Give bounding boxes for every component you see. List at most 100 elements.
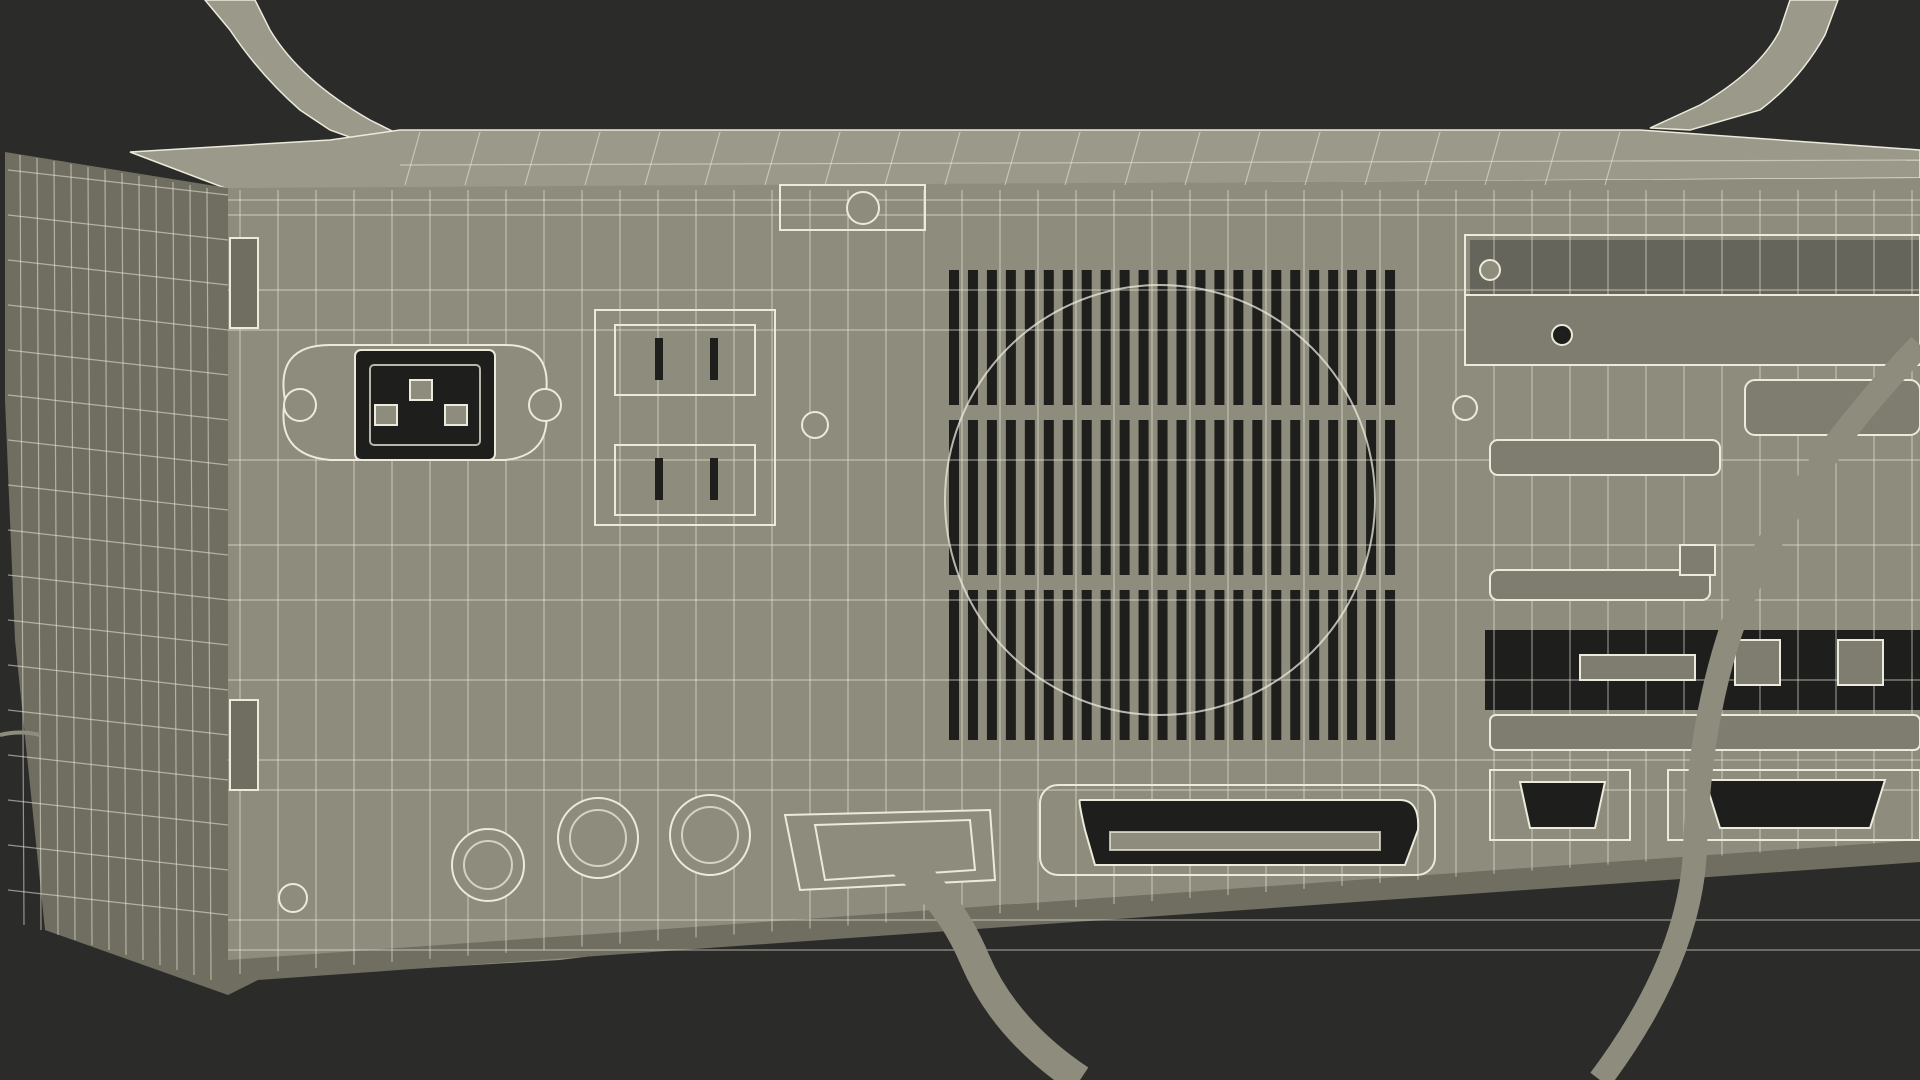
grille-slot xyxy=(1252,420,1263,575)
mesh-edge xyxy=(584,131,601,186)
power-inlet xyxy=(282,344,562,461)
fan-grille xyxy=(944,270,1396,740)
grille-slot xyxy=(1176,270,1187,405)
grille-slot xyxy=(1290,590,1301,740)
mesh-edge xyxy=(7,304,229,331)
grille-slot xyxy=(986,590,997,740)
grille-slot xyxy=(1214,270,1225,405)
grille-slot xyxy=(1366,590,1377,740)
mesh-edge xyxy=(206,187,212,981)
chassis-fills xyxy=(5,0,1920,995)
expansion-cards xyxy=(1464,234,1920,751)
grille-slot xyxy=(1328,270,1339,405)
grille-slot xyxy=(1024,270,1035,405)
grille-slot xyxy=(986,420,997,575)
mesh-edge xyxy=(7,889,229,916)
mesh-edge xyxy=(824,131,841,186)
mesh-edge xyxy=(7,799,229,826)
grille-slot xyxy=(1119,590,1130,740)
grille-slot xyxy=(1290,270,1301,405)
grille-slot xyxy=(1062,590,1073,740)
mesh-edge xyxy=(1244,131,1261,186)
mesh-edge xyxy=(1424,131,1441,186)
grille-slot xyxy=(1347,420,1358,575)
grille-slot xyxy=(1062,270,1073,405)
grille-slot xyxy=(1157,420,1168,575)
mesh-edge xyxy=(7,214,229,241)
bottom-lip xyxy=(228,840,1920,995)
grille-slot xyxy=(1309,270,1320,405)
mesh-edge xyxy=(7,349,229,376)
mesh-edge xyxy=(121,172,127,956)
plugged-connector xyxy=(783,808,997,892)
mesh-edge xyxy=(7,574,229,601)
mesh-edge xyxy=(7,529,229,556)
mesh-edge xyxy=(1304,131,1321,186)
mesh-edge xyxy=(764,131,781,186)
vga-port xyxy=(1489,769,1631,841)
mesh-edge xyxy=(1484,131,1501,186)
grille-slot xyxy=(1195,270,1206,405)
grille-slot xyxy=(1309,590,1320,740)
grille-slot xyxy=(967,420,978,575)
side-recess-lower xyxy=(229,699,259,791)
mesh-edge xyxy=(944,131,961,186)
centronics-port xyxy=(1039,784,1436,876)
mesh-edge xyxy=(7,484,229,511)
grille-slot xyxy=(967,590,978,740)
grille-slot xyxy=(1195,420,1206,575)
grille-slot xyxy=(949,270,959,405)
mesh-edge xyxy=(1064,131,1081,186)
mesh-edge xyxy=(7,259,229,286)
openings xyxy=(944,240,1920,740)
mesh-edge xyxy=(704,131,721,186)
grille-slot xyxy=(1005,420,1016,575)
screws xyxy=(278,191,1501,913)
mesh-edge xyxy=(7,619,229,646)
top-bracket xyxy=(779,184,926,231)
grille-slot xyxy=(1214,590,1225,740)
left-side-panel xyxy=(5,152,228,995)
grille-slot xyxy=(1100,420,1111,575)
grille-slot xyxy=(1366,420,1377,575)
grille-slot xyxy=(949,420,959,575)
carry-handle-right xyxy=(1649,0,1839,131)
grille-slot xyxy=(1138,420,1149,575)
grille-slot xyxy=(1043,590,1054,740)
cable-left-tail xyxy=(0,730,41,737)
mesh-edge xyxy=(1004,131,1021,186)
components xyxy=(229,184,1920,913)
mesh-edge xyxy=(884,131,901,186)
mesh-edge xyxy=(189,184,195,976)
mesh-edge xyxy=(464,131,481,186)
carry-handle xyxy=(204,0,423,149)
grille-slot xyxy=(1157,590,1168,740)
grille-slot xyxy=(1271,420,1282,575)
mesh-edge xyxy=(1184,131,1201,186)
mesh-edge xyxy=(7,844,229,871)
grille-slot xyxy=(1100,270,1111,405)
din-ports xyxy=(451,794,751,902)
mesh-edge xyxy=(104,169,110,951)
grille-slot xyxy=(1233,420,1244,575)
grille-slot xyxy=(1176,420,1187,575)
fan-outline xyxy=(944,284,1376,716)
mesh-lines xyxy=(7,131,1920,981)
mesh-edge xyxy=(7,664,229,691)
grille-slot xyxy=(1347,590,1358,740)
grille-slot xyxy=(1347,270,1358,405)
cables xyxy=(0,336,1920,1080)
mesh-edge xyxy=(19,154,25,926)
mesh-edge xyxy=(1124,131,1141,186)
grille-slot xyxy=(1005,590,1016,740)
grille-slot xyxy=(1043,420,1054,575)
mesh-edge xyxy=(7,754,229,781)
mesh-edge xyxy=(644,131,661,186)
grille-slot xyxy=(1290,420,1301,575)
mesh-edge xyxy=(87,166,93,946)
grille-slot xyxy=(1195,590,1206,740)
grille-slot xyxy=(1328,590,1339,740)
grille-slot xyxy=(1385,590,1396,740)
back-panel xyxy=(228,178,1920,995)
